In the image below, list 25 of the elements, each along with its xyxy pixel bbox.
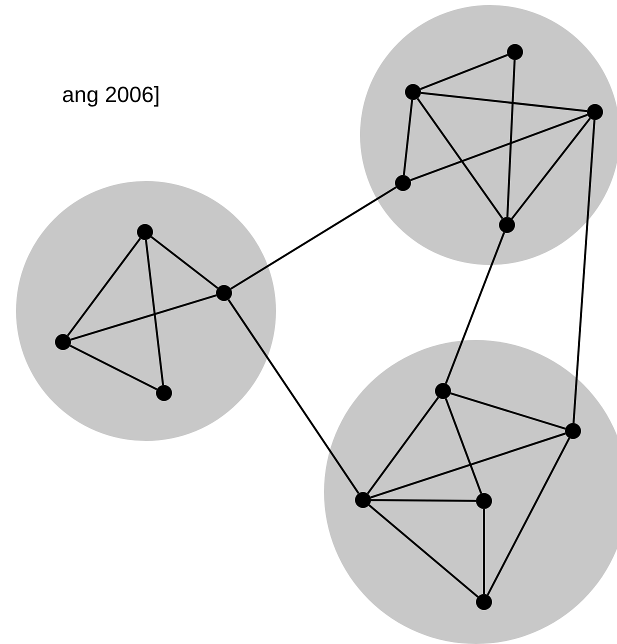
connector-line — [444, 398, 482, 494]
connector-line — [572, 120, 596, 424]
connector-line — [66, 238, 142, 336]
connector-line — [228, 299, 360, 494]
connector-line — [368, 504, 479, 598]
connector-line — [70, 344, 158, 390]
connector-line — [444, 232, 506, 384]
connector-line — [150, 236, 218, 289]
connector-line — [370, 499, 476, 502]
connector-line — [144, 240, 164, 386]
connector-line — [483, 509, 485, 594]
connector-line — [370, 432, 566, 498]
connector-line — [420, 54, 508, 90]
connector-line — [410, 114, 588, 182]
connector-line — [506, 60, 516, 218]
connector-line — [70, 294, 217, 341]
connector-line — [511, 118, 591, 220]
connector-line — [450, 392, 566, 430]
connector-line — [420, 92, 588, 112]
connector-line — [402, 100, 414, 176]
connector-line — [486, 438, 570, 596]
connector-line — [366, 396, 440, 494]
citation-text: ang 2006] — [62, 82, 160, 108]
connector-line — [416, 98, 504, 220]
connector-line — [230, 186, 397, 290]
